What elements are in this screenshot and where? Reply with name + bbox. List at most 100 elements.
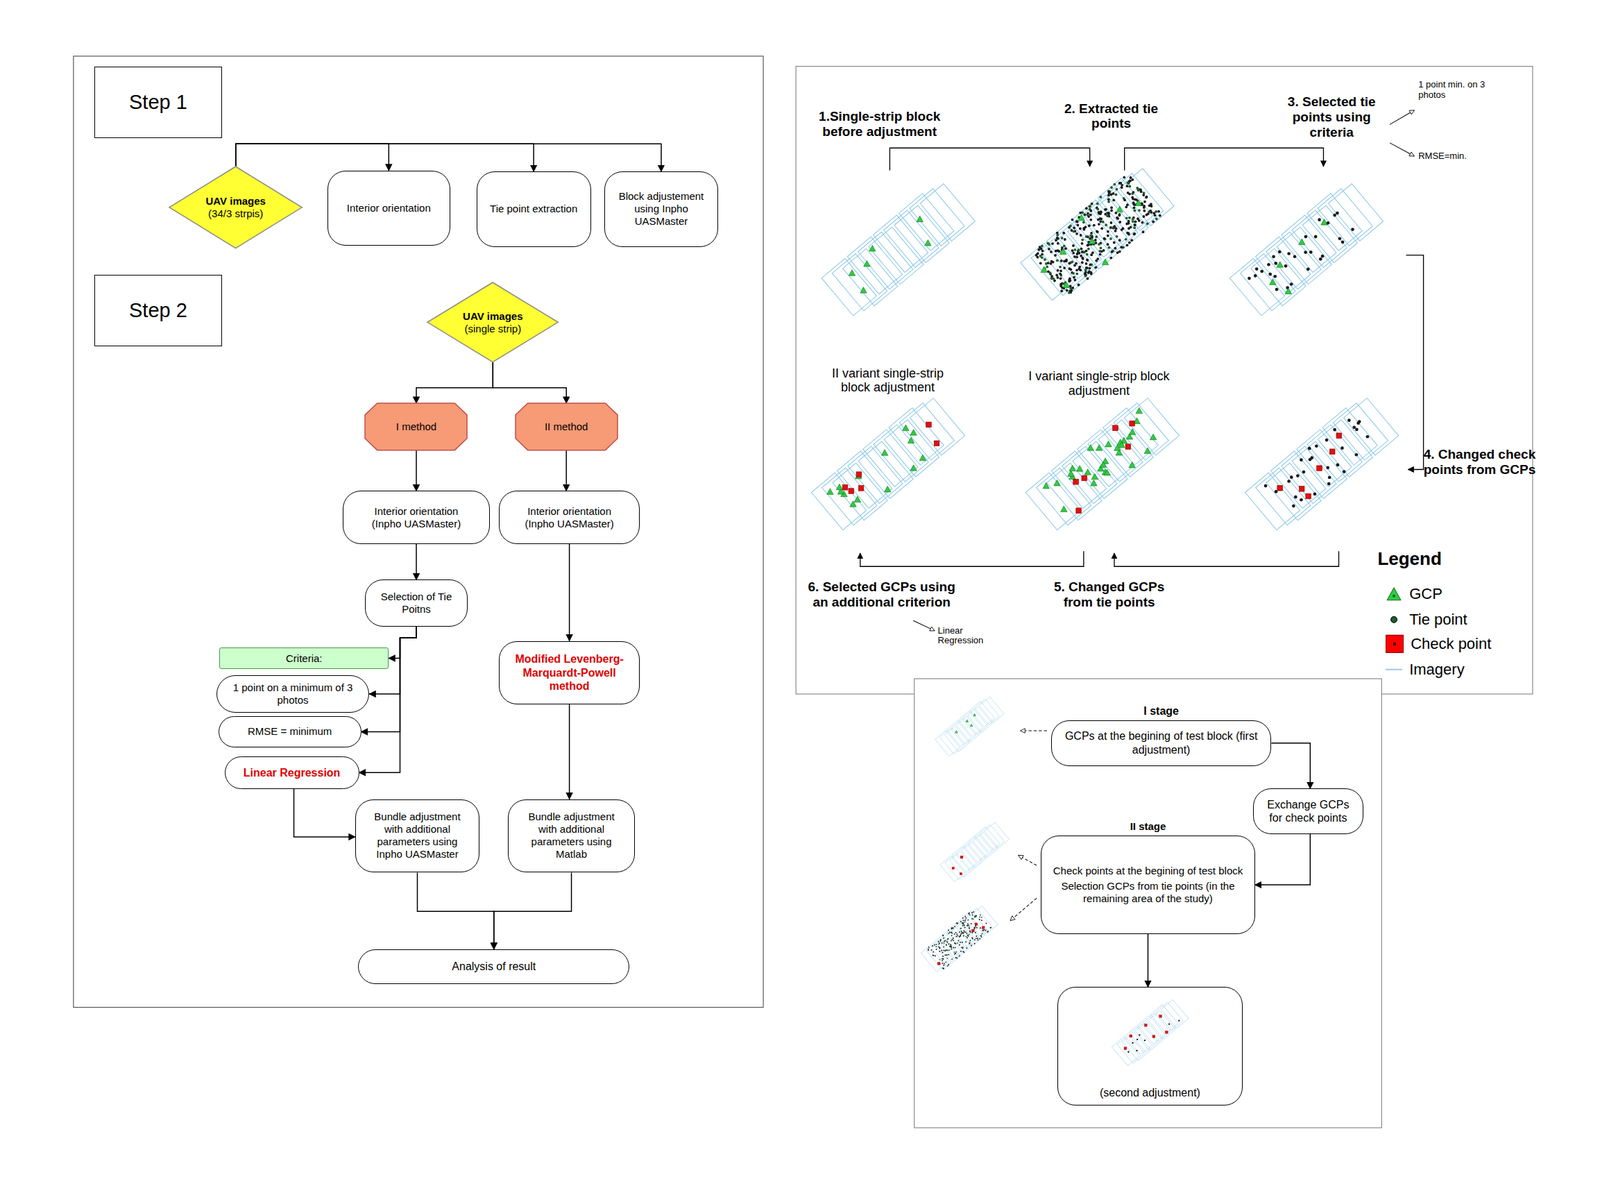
tie-point bbox=[968, 926, 970, 928]
image-footprint bbox=[858, 441, 914, 499]
tie-point bbox=[950, 931, 952, 934]
tie-point bbox=[1307, 446, 1312, 451]
tie-point bbox=[1078, 265, 1082, 269]
tie-point bbox=[1136, 217, 1140, 220]
tie-point bbox=[942, 955, 944, 957]
tie-point bbox=[1094, 265, 1097, 269]
check-point-marker bbox=[1073, 478, 1079, 485]
image-footprint bbox=[1122, 1031, 1151, 1061]
tie-point bbox=[1332, 213, 1337, 218]
check-point-marker bbox=[1298, 485, 1305, 492]
tie-point bbox=[969, 931, 972, 933]
tie-point bbox=[1299, 457, 1304, 462]
gcp-marker bbox=[860, 287, 867, 294]
flow-connector bbox=[388, 626, 417, 659]
tie-point bbox=[979, 916, 981, 918]
tie-point bbox=[1318, 257, 1323, 261]
check-point-marker bbox=[960, 856, 963, 859]
tie-point bbox=[1145, 213, 1149, 217]
tie-point bbox=[1132, 206, 1136, 210]
tie-point bbox=[1085, 258, 1089, 262]
tie-point bbox=[942, 937, 945, 939]
gcp-marker bbox=[907, 437, 914, 444]
tie-point bbox=[942, 934, 944, 936]
gcp-marker bbox=[1114, 444, 1121, 451]
tie-point bbox=[1058, 272, 1062, 276]
tie-point bbox=[974, 926, 976, 929]
criterion-box: RMSE = minimum bbox=[218, 716, 362, 747]
tie-point bbox=[1133, 203, 1136, 207]
tie-point bbox=[956, 933, 958, 935]
process-box: Interior orientation bbox=[327, 170, 450, 247]
gcp-marker bbox=[969, 723, 973, 727]
annotation-label: Linear Regression bbox=[938, 625, 1002, 647]
tie-point bbox=[1115, 193, 1118, 197]
tie-point bbox=[1116, 251, 1120, 254]
tie-point bbox=[964, 919, 966, 921]
gcp-marker bbox=[1103, 469, 1111, 476]
legend-row: Imagery bbox=[1385, 660, 1465, 679]
tie-point bbox=[963, 919, 965, 921]
tie-point bbox=[982, 929, 984, 932]
legend-sample bbox=[1385, 661, 1403, 678]
tie-point bbox=[962, 932, 964, 934]
process-box: I stageGCPs at the begining of test bloc… bbox=[1051, 720, 1272, 767]
tie-point bbox=[1157, 210, 1161, 214]
tie-point bbox=[1041, 249, 1045, 253]
tie-point bbox=[960, 933, 962, 935]
tie-point bbox=[932, 951, 934, 953]
gcp-marker bbox=[954, 729, 958, 733]
gcp-marker bbox=[1062, 281, 1070, 288]
tie-point bbox=[1040, 244, 1044, 248]
tie-point bbox=[1103, 237, 1106, 241]
tie-point bbox=[966, 936, 968, 939]
tie-point bbox=[1090, 272, 1093, 276]
tie-point bbox=[955, 935, 957, 937]
image-footprint bbox=[957, 916, 986, 946]
gcp-marker bbox=[910, 429, 917, 436]
tie-point bbox=[1100, 249, 1104, 253]
tie-point bbox=[1133, 232, 1136, 236]
tie-point bbox=[1129, 176, 1133, 180]
tie-point bbox=[1118, 238, 1122, 242]
gcp-marker bbox=[1135, 199, 1142, 207]
node-text: Selection GCPs from tie points (in the r… bbox=[1050, 879, 1246, 905]
image-block bbox=[811, 393, 965, 535]
diamond-outline bbox=[169, 166, 302, 249]
tie-point bbox=[1081, 250, 1084, 254]
process-box: Exchange GCPs for check points bbox=[1253, 788, 1364, 834]
image-block bbox=[1229, 179, 1383, 321]
gcp-marker bbox=[1040, 266, 1048, 273]
tie-point bbox=[974, 915, 976, 918]
tie-point bbox=[945, 960, 947, 963]
image-footprint bbox=[843, 248, 898, 306]
tie-point bbox=[940, 938, 942, 941]
tie-point bbox=[1148, 203, 1152, 207]
tie-point bbox=[1325, 466, 1330, 470]
tie-point bbox=[935, 945, 937, 948]
tie-point bbox=[1096, 230, 1100, 234]
tie-point bbox=[1308, 457, 1313, 462]
tie-point bbox=[948, 949, 950, 951]
tie-point bbox=[1309, 250, 1313, 254]
tie-point bbox=[1085, 235, 1088, 238]
tie-point bbox=[1151, 220, 1155, 224]
tie-point bbox=[1038, 245, 1042, 249]
leader-arrow bbox=[1018, 854, 1037, 866]
check-point-marker bbox=[933, 440, 940, 447]
tie-point bbox=[1314, 444, 1319, 448]
tie-point bbox=[1350, 227, 1355, 232]
gcp-marker bbox=[965, 719, 969, 723]
callout-arrow bbox=[1389, 110, 1415, 125]
tie-point bbox=[1094, 238, 1097, 242]
tie-point bbox=[946, 957, 948, 959]
tie-point bbox=[1268, 272, 1272, 277]
tie-point bbox=[1336, 463, 1340, 467]
tie-point bbox=[951, 926, 954, 929]
tie-point bbox=[1082, 220, 1086, 224]
flow-connector bbox=[494, 872, 572, 949]
flow-connector bbox=[235, 143, 534, 172]
tie-point bbox=[981, 929, 984, 932]
tie-point bbox=[1106, 234, 1110, 238]
tie-point bbox=[964, 920, 966, 923]
